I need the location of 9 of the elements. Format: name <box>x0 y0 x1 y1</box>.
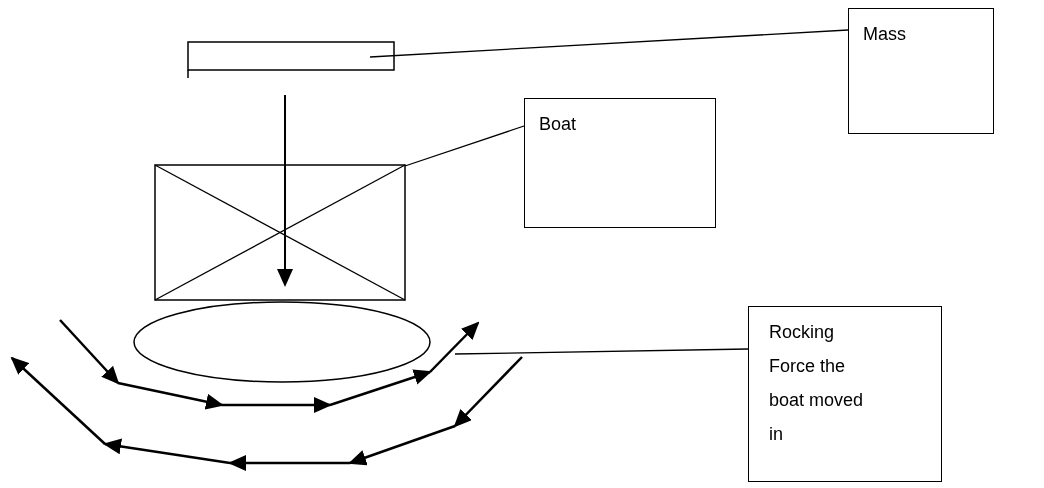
label-text: Boat <box>539 113 577 136</box>
label-text: Mass <box>863 23 906 46</box>
leader-line <box>404 125 525 167</box>
label-text: Rocking Force the boat moved in <box>769 321 865 446</box>
label-box <box>748 306 942 482</box>
label-box <box>524 98 716 228</box>
leader-line <box>454 348 749 355</box>
label-box <box>848 8 994 134</box>
leader-line <box>369 29 849 58</box>
